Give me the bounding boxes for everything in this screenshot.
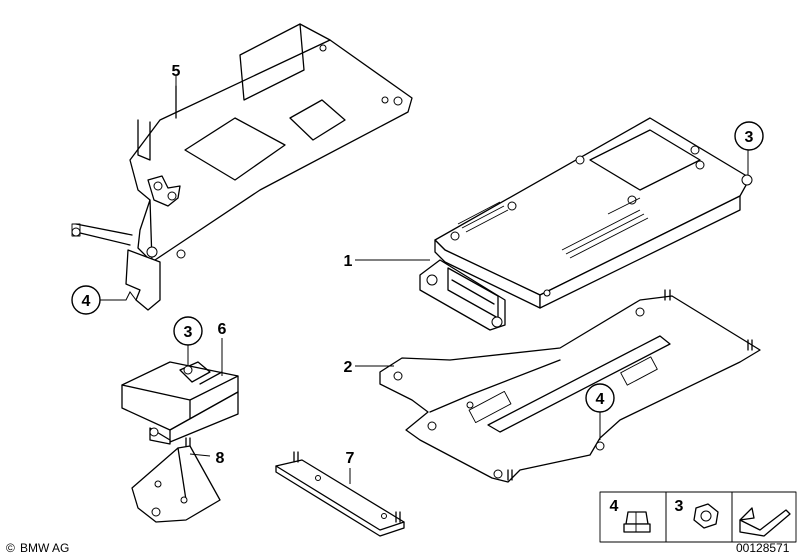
bracket-part-8 (131, 437, 221, 523)
bracket-plate-part-5 (71, 23, 413, 311)
svg-text:5: 5 (172, 63, 181, 80)
svg-text:8: 8 (216, 450, 225, 467)
callout-7: 7 (346, 450, 355, 467)
svg-text:4: 4 (82, 293, 91, 310)
svg-text:4: 4 (596, 391, 605, 408)
callout-3-circled-top: 3 (734, 121, 764, 151)
svg-text:1: 1 (344, 253, 353, 270)
svg-text:BMW AG: BMW AG (20, 541, 69, 555)
svg-text:3: 3 (745, 129, 754, 146)
callout-8: 8 (216, 450, 225, 467)
hex-nut-icon (693, 503, 719, 529)
strip-part-7 (275, 451, 405, 537)
callout-1: 1 (344, 253, 353, 270)
callout-5: 5 (172, 63, 181, 80)
svg-text:6: 6 (218, 321, 227, 338)
svg-text:©: © (6, 541, 15, 555)
leader-lines (98, 76, 749, 484)
svg-text:00128571: 00128571 (736, 541, 790, 555)
callout-3-circled-mid: 3 (173, 316, 203, 346)
svg-text:7: 7 (346, 450, 355, 467)
module-part-6 (121, 361, 239, 445)
callout-2: 2 (344, 359, 353, 376)
mounting-plate-part-2 (379, 289, 761, 483)
svg-text:3: 3 (184, 324, 193, 341)
legend-item-3-label: 3 (675, 498, 684, 515)
legend-panel: 4 3 (599, 491, 797, 543)
footer-copyright: © BMW AG (6, 541, 69, 555)
control-module-part-1 (419, 117, 753, 331)
callout-4-circled-right: 4 (585, 383, 615, 413)
callout-4-circled-left: 4 (71, 285, 101, 315)
arrow-symbol-icon (739, 507, 791, 537)
nut-fastener-icon (623, 511, 651, 533)
drawing-number: 00128571 (736, 541, 790, 555)
svg-text:2: 2 (344, 359, 353, 376)
callout-6: 6 (218, 321, 227, 338)
legend-item-4-label: 4 (610, 498, 619, 515)
